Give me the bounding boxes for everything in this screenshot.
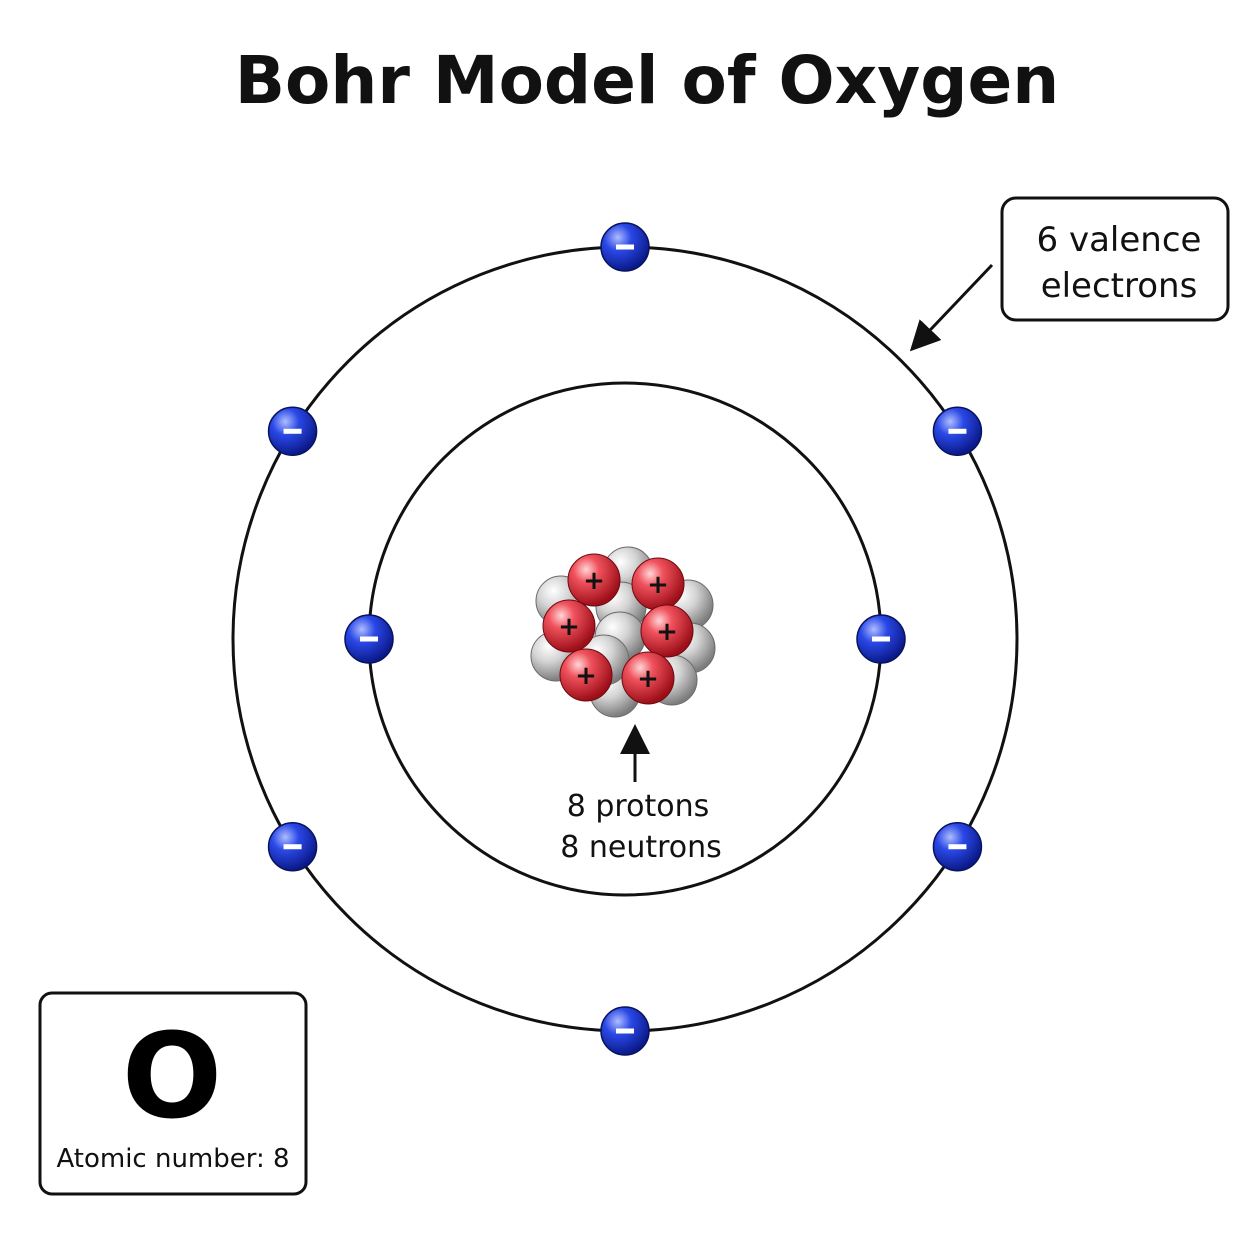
proton-6: + (621, 651, 675, 705)
valence-arrow (909, 263, 994, 352)
electron-sign (360, 636, 378, 642)
proton-4: + (640, 604, 694, 658)
nucleus-label-neutrons: 8 neutrons (560, 830, 722, 865)
electron-sign (616, 244, 634, 250)
proton-sign: + (637, 664, 659, 694)
electron-outer-5 (267, 406, 318, 457)
element-box (38, 991, 308, 1196)
element-symbol: O (122, 1007, 222, 1145)
electron-sign (872, 636, 890, 642)
valence-callout-line2: electrons (1041, 266, 1198, 306)
electron-inner-2 (344, 614, 394, 664)
electron-sign (948, 428, 967, 434)
proton-5: + (559, 648, 613, 702)
electron-outer-3 (600, 222, 650, 272)
nucleus-label-protons: 8 protons (567, 789, 709, 824)
electron-outer-4 (932, 406, 983, 457)
atomic-number-label: Atomic number: 8 (56, 1144, 289, 1174)
electron-inner-1 (856, 614, 906, 664)
proton-2: + (631, 557, 685, 611)
electron-sign (948, 844, 967, 850)
proton-sign: + (558, 612, 580, 642)
valence-callout-line1: 6 valence (1037, 220, 1202, 260)
electrons (267, 222, 983, 1056)
proton-sign: + (575, 661, 597, 691)
electron-sign (283, 844, 302, 850)
electron-outer-6 (267, 821, 318, 872)
nucleus: ++++++ (530, 546, 716, 718)
proton-1: + (567, 553, 621, 607)
electron-sign (283, 428, 302, 434)
valence-callout-box (1000, 196, 1230, 322)
proton-sign: + (647, 570, 669, 600)
proton-3: + (542, 599, 596, 653)
electron-outer-7 (932, 821, 983, 872)
page-title: Bohr Model of Oxygen (235, 42, 1060, 119)
electron-outer-8 (600, 1006, 650, 1056)
proton-sign: + (583, 566, 605, 596)
electron-sign (616, 1028, 634, 1034)
proton-sign: + (656, 617, 678, 647)
